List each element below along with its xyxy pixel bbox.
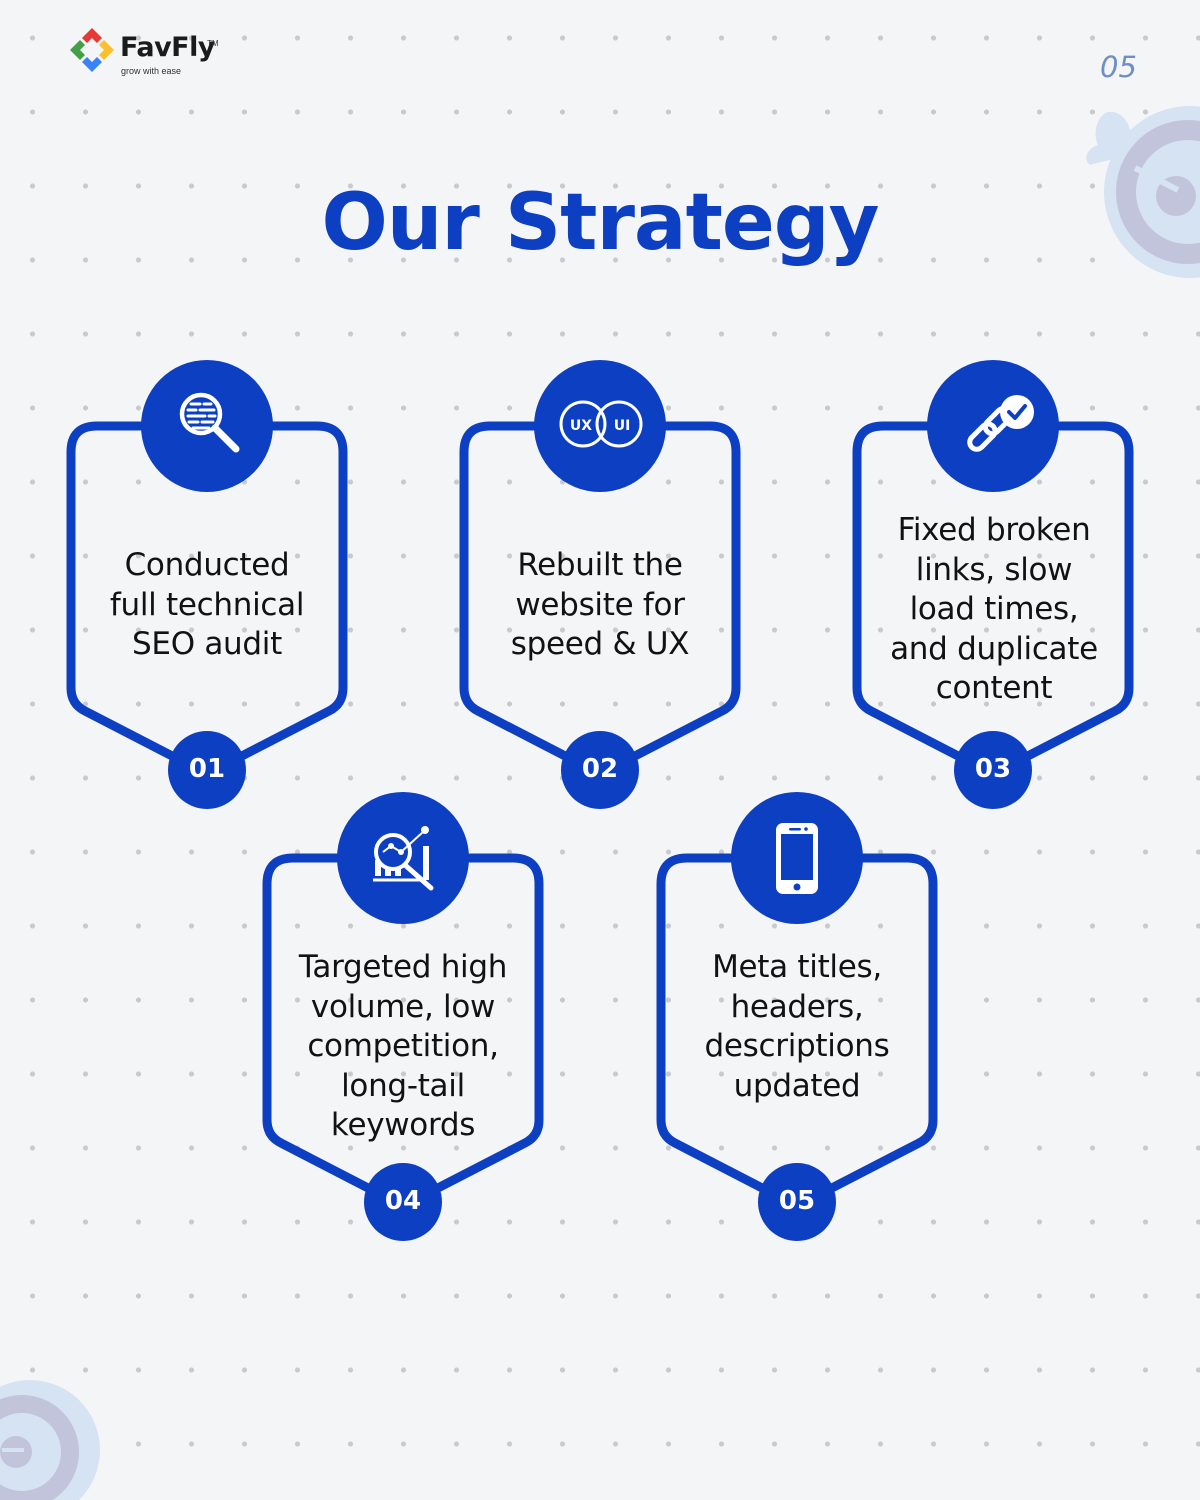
target-decoration-top-right [1086, 106, 1200, 278]
ux-ui-venn-icon: UX UI [559, 400, 643, 448]
mobile-phone-icon [776, 823, 818, 894]
svg-text:UX: UX [570, 418, 592, 434]
favfly-logo: FavFly TM grow with ease [68, 26, 228, 78]
brand-name: FavFly [120, 32, 215, 63]
step-number-05: 05 [778, 1186, 816, 1216]
page-title: Our Strategy [321, 178, 880, 268]
card-outline-01 [71, 360, 343, 809]
card-outline-05 [661, 792, 933, 1241]
keyword-analytics-icon [373, 826, 434, 891]
brand-tagline: grow with ease [121, 66, 182, 76]
seo-audit-magnifier-icon [179, 392, 240, 453]
step-number-04: 04 [384, 1186, 422, 1216]
trademark: TM [207, 39, 219, 48]
link-check-icon [967, 395, 1034, 452]
step-number-03: 03 [974, 754, 1012, 784]
page-number: 05 [1100, 50, 1137, 84]
favfly-logo-mark-icon [70, 28, 114, 72]
card-outline-02: UX UI [464, 360, 736, 809]
card-outline-04 [267, 792, 539, 1241]
svg-text:UI: UI [614, 418, 631, 434]
target-decoration-bottom-left [0, 1380, 100, 1500]
step-number-01: 01 [188, 754, 226, 784]
card-outline-03 [857, 360, 1129, 809]
step-number-02: 02 [581, 754, 619, 784]
